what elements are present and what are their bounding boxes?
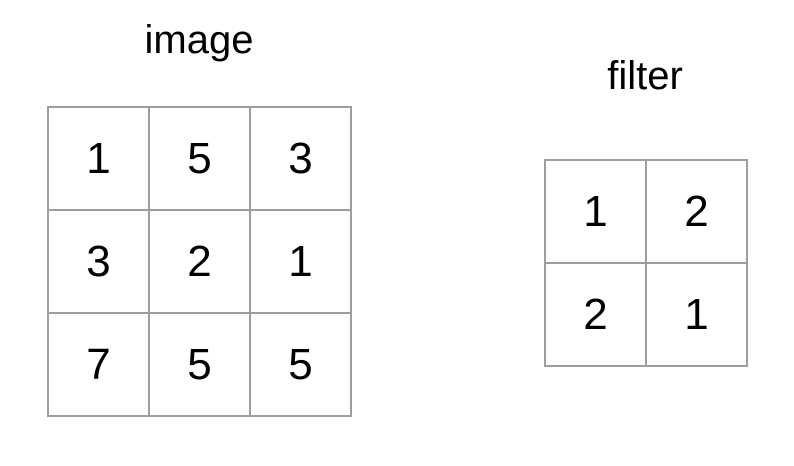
filter-cell: 2 [544,262,647,367]
image-cell: 1 [249,209,352,314]
filter-matrix-row: 1 2 [544,159,748,264]
image-cell: 5 [148,106,251,211]
image-cell: 3 [47,209,150,314]
image-cell: 1 [47,106,150,211]
filter-matrix: 1 2 2 1 [544,159,748,367]
image-cell: 7 [47,312,150,417]
filter-cell: 1 [544,159,647,264]
image-cell: 3 [249,106,352,211]
filter-cell: 1 [645,262,748,367]
filter-cell: 2 [645,159,748,264]
filter-matrix-row: 2 1 [544,262,748,367]
filter-matrix-title: filter [607,54,683,98]
image-matrix-row: 7 5 5 [47,312,352,417]
image-matrix-title: image [144,18,254,62]
image-cell: 5 [148,312,251,417]
image-cell: 5 [249,312,352,417]
image-matrix-row: 3 2 1 [47,209,352,314]
image-matrix: 1 5 3 3 2 1 7 5 5 [47,106,352,417]
image-cell: 2 [148,209,251,314]
image-matrix-row: 1 5 3 [47,106,352,211]
